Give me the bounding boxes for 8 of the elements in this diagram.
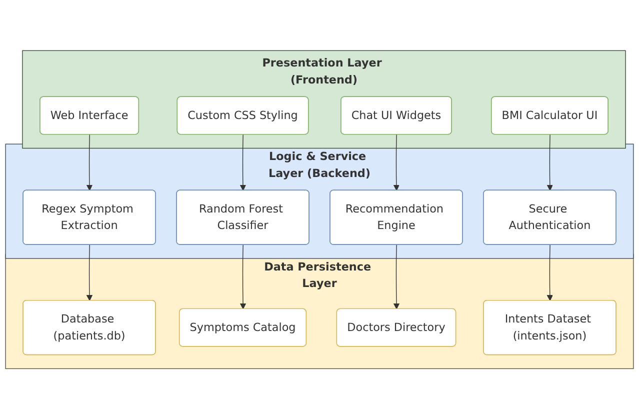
arrow [86, 244, 93, 301]
arrow [393, 244, 400, 310]
arrow [546, 244, 553, 301]
arrow [240, 244, 246, 310]
arrow [240, 134, 246, 191]
arrow [86, 134, 93, 191]
arrow [393, 134, 400, 191]
arrow [546, 134, 553, 191]
